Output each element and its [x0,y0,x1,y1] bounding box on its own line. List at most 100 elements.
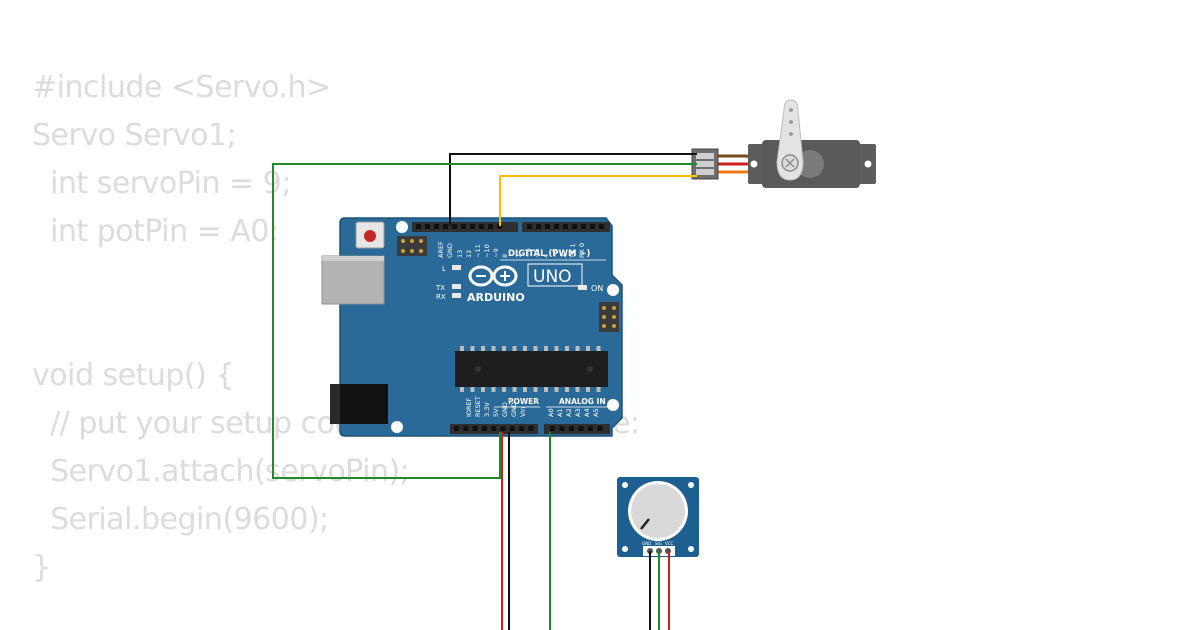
header-pin-hole[interactable] [588,426,593,431]
code-line: int servoPin = 9; [32,166,291,201]
arduino-brand: ARDUINO [467,291,525,304]
pin-label: 13 [456,250,464,258]
usb-connector [321,255,385,305]
led-on-label: ON [591,284,603,293]
header-pin-hole[interactable] [497,224,502,229]
header-pin-hole[interactable] [572,224,577,229]
analog-label: ANALOG IN [559,397,606,406]
pin-label: A4 [583,408,591,417]
mounting-hole [607,399,619,411]
pin-label: 12 [465,250,473,258]
header-pin-hole[interactable] [488,224,493,229]
pin-label: 3.3V [483,402,491,417]
header-pin-hole[interactable] [481,426,487,431]
pin-label: AREF [437,241,445,258]
header-pin-hole[interactable] [519,426,525,431]
pin-label: RESET [474,396,482,417]
header-pin-hole[interactable] [554,224,559,229]
pin-label: ~3 [551,248,559,258]
header-pin-hole[interactable] [599,224,604,229]
header-pin-hole[interactable] [559,426,565,431]
pin-label: GND [446,243,454,258]
header-pin-hole[interactable] [500,426,506,431]
potentiometer-module[interactable]: GND SIG VCC [617,477,699,557]
header-pin-hole[interactable] [416,224,421,229]
header-pin-hole[interactable] [425,224,430,229]
code-line: Servo Servo1; [32,118,237,153]
header-pin-hole[interactable] [545,224,550,229]
header-pin-hole[interactable] [590,224,595,229]
header-pin-hole[interactable] [479,224,484,229]
header-pin-hole[interactable] [509,426,515,431]
icsp-header-top [397,236,427,256]
header-pin-hole[interactable] [569,426,574,431]
pin-label: 2 [560,254,568,258]
header-pin-hole[interactable] [578,426,584,431]
header-pin-hole[interactable] [528,426,534,431]
header-pin-hole[interactable] [472,426,478,431]
arduino-model: UNO [533,267,572,287]
mounting-hole [607,284,619,296]
pin-label: A0 [547,408,555,417]
mounting-hole [396,221,408,233]
pin-label: A2 [565,408,573,417]
atmega-chip [455,346,608,392]
pin-label: ~5 [533,248,541,258]
power-label: POWER [508,397,539,406]
header-pin-hole[interactable] [452,224,457,229]
header-pin-hole[interactable] [463,426,469,431]
led-tx-label: TX [435,284,445,292]
pin-label: ~11 [474,244,482,258]
header-pin-hole[interactable] [581,224,586,229]
header-pin-hole[interactable] [527,224,532,229]
led-rx [452,293,461,298]
arduino-logo-icon [468,265,518,287]
potentiometer-knob[interactable] [631,484,685,538]
digital-pin-header[interactable] [412,222,610,232]
led-tx [452,284,461,289]
header-pin-hole[interactable] [443,224,448,229]
header-pin-hole[interactable] [454,426,459,431]
header-pin-hole[interactable] [536,224,541,229]
pin-label: Vin [519,407,527,417]
led-on [578,285,587,290]
pot-pin-vcc-label: VCC [665,541,674,546]
mounting-hole [391,421,403,433]
code-line: int potPin = A0; [32,214,279,249]
pin-label: GND [510,402,518,417]
reset-button-cap[interactable] [364,230,376,242]
code-line: } [32,550,51,585]
pin-label: A3 [574,408,582,417]
header-pin-hole[interactable] [550,426,555,431]
pin-label: 5V [492,408,500,417]
header-pin-hole[interactable] [491,426,497,431]
pin-label: 7 [515,254,523,258]
pin-label: TX 1 [569,243,577,259]
header-pin-hole[interactable] [434,224,439,229]
pin-label: RX 0 [578,243,586,258]
wires [272,153,697,630]
servo-motor[interactable] [691,99,876,188]
pot-pin-gnd-label: GND [642,541,651,546]
analog-pin-header[interactable] [544,424,610,434]
wire-pin9-to-servo-signal [499,175,697,226]
code-line: #include <Servo.h> [32,70,331,105]
led-rx-label: RX [436,293,446,301]
code-line: Serial.begin(9600); [32,502,329,537]
pin-label: 4 [542,254,550,258]
digital-header-label: DIGITAL (PWM ~) [508,249,590,259]
icsp-header-right [599,302,619,332]
header-pin-hole[interactable] [563,224,568,229]
header-pin-hole[interactable] [461,224,466,229]
led-l-label: L [442,265,446,273]
pin-label: A5 [592,408,600,417]
led-l [452,265,461,270]
header-pin-hole[interactable] [470,224,475,229]
pin-label: ~6 [524,248,532,258]
pot-pin-sig-label: SIG [655,541,662,546]
pin-label: 8 [501,254,509,258]
header-pin-hole[interactable] [597,426,603,431]
pin-label: ~9 [492,248,500,258]
